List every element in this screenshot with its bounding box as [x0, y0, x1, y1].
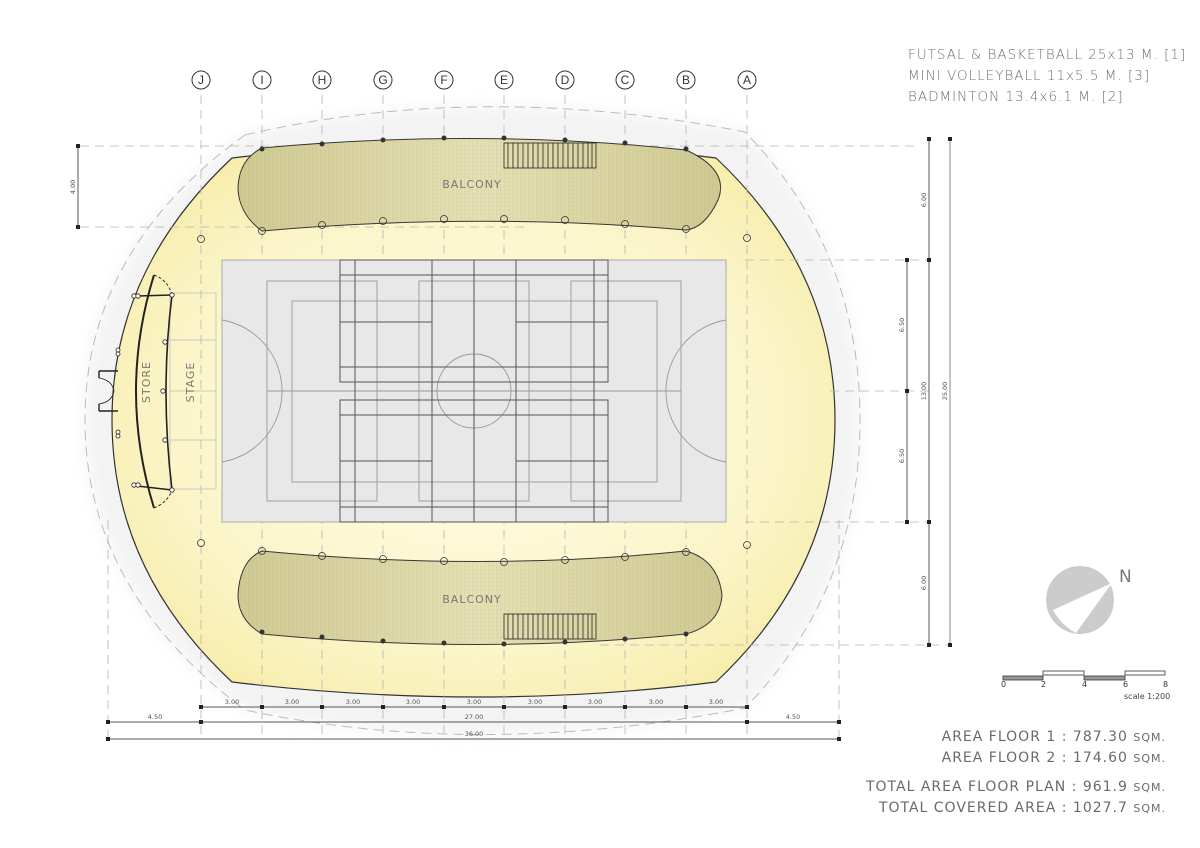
balcony-north: BALCONY: [197, 135, 751, 549]
svg-text:4.50: 4.50: [148, 713, 162, 721]
area-summary: AREA FLOOR 1 : 787.30 SQM. AREA FLOOR 2 …: [866, 727, 1166, 819]
balcony-south: BALCONY: [237, 547, 723, 647]
svg-text:4.50: 4.50: [786, 713, 800, 721]
legend-badminton: BADMINTON 13.4x6.1 M. [2]: [908, 89, 1124, 105]
svg-text:E: E: [500, 73, 508, 87]
stair-south: [503, 613, 597, 640]
svg-text:C: C: [621, 73, 630, 87]
svg-text:3.00: 3.00: [285, 698, 299, 706]
north-label: N: [1119, 567, 1132, 587]
grid-bubble-c: C: [615, 70, 635, 90]
svg-text:B: B: [682, 73, 690, 87]
area-floor-2: AREA FLOOR 2 : 174.60 SQM.: [941, 750, 1166, 766]
grid-bubble-h: H: [312, 70, 332, 90]
balcony-north-label: BALCONY: [442, 178, 502, 191]
dimension-ticks: [76, 137, 952, 741]
dimension-labels: 3.00 3.00 3.00 3.00 3.00 3.00 3.00 3.00 …: [69, 180, 949, 738]
svg-text:J: J: [198, 73, 204, 87]
scale-bar: [1002, 670, 1166, 681]
scale-caption: scale 1:200: [1124, 692, 1171, 701]
scale-tick-2: 2: [1041, 680, 1047, 689]
grid-bubble-b: B: [676, 70, 696, 90]
svg-text:3.00: 3.00: [406, 698, 420, 706]
svg-text:3.00: 3.00: [225, 698, 239, 706]
svg-text:13.00: 13.00: [920, 382, 928, 401]
svg-text:A: A: [743, 73, 751, 87]
court-legend: FUTSAL & BASKETBALL 25x13 M. [1] MINI VO…: [908, 45, 1186, 108]
svg-text:27.00: 27.00: [465, 713, 484, 721]
grid-bubble-j: J: [191, 70, 211, 90]
svg-text:6.50: 6.50: [898, 449, 906, 463]
grid-bubble-i: I: [252, 70, 272, 90]
legend-futsal: FUTSAL & BASKETBALL 25x13 M. [1]: [908, 47, 1187, 63]
sports-court: [221, 259, 727, 523]
svg-text:3.00: 3.00: [528, 698, 542, 706]
svg-text:H: H: [318, 73, 327, 87]
scale-tick-4: 4: [1082, 680, 1088, 689]
svg-text:3.00: 3.00: [588, 698, 602, 706]
scale-tick-6: 6: [1123, 680, 1129, 689]
stair-north: [503, 142, 597, 169]
total-covered-area: TOTAL COVERED AREA : 1027.7 SQM.: [878, 800, 1166, 816]
north-arrow-icon: [1046, 566, 1114, 634]
grid-bubble-e: E: [494, 70, 514, 90]
stage-store: STORE STAGE: [98, 274, 217, 509]
grid-bubble-a: A: [737, 70, 757, 90]
svg-text:4.00: 4.00: [69, 180, 77, 194]
svg-text:F: F: [440, 73, 447, 87]
stage-label: STAGE: [184, 362, 197, 403]
area-floor-1: AREA FLOOR 1 : 787.30 SQM.: [941, 729, 1166, 745]
svg-text:3.00: 3.00: [649, 698, 663, 706]
svg-text:D: D: [561, 73, 570, 87]
entrance-door: [98, 370, 118, 412]
grid-bubble-f: F: [434, 70, 454, 90]
svg-text:3.00: 3.00: [346, 698, 360, 706]
svg-text:I: I: [260, 73, 263, 87]
svg-text:6.00: 6.00: [920, 193, 928, 207]
grid-bubble-d: D: [555, 70, 575, 90]
legend-volleyball: MINI VOLLEYBALL 11x5.5 M. [3]: [908, 68, 1151, 84]
scale-tick-8: 8: [1163, 680, 1169, 689]
svg-text:25.00: 25.00: [941, 382, 949, 401]
balcony-south-label: BALCONY: [442, 593, 502, 606]
svg-text:6.50: 6.50: [898, 318, 906, 332]
svg-text:36.00: 36.00: [465, 730, 484, 738]
scale-tick-0: 0: [1001, 680, 1007, 689]
store-label: STORE: [140, 361, 153, 403]
total-area-floor-plan: TOTAL AREA FLOOR PLAN : 961.9 SQM.: [865, 779, 1166, 795]
svg-text:3.00: 3.00: [467, 698, 481, 706]
svg-text:3.00: 3.00: [709, 698, 723, 706]
svg-text:G: G: [378, 73, 387, 87]
grid-bubbles: J I H G F E D C B A: [191, 70, 757, 90]
grid-bubble-g: G: [373, 70, 393, 90]
svg-text:6.00: 6.00: [920, 576, 928, 590]
